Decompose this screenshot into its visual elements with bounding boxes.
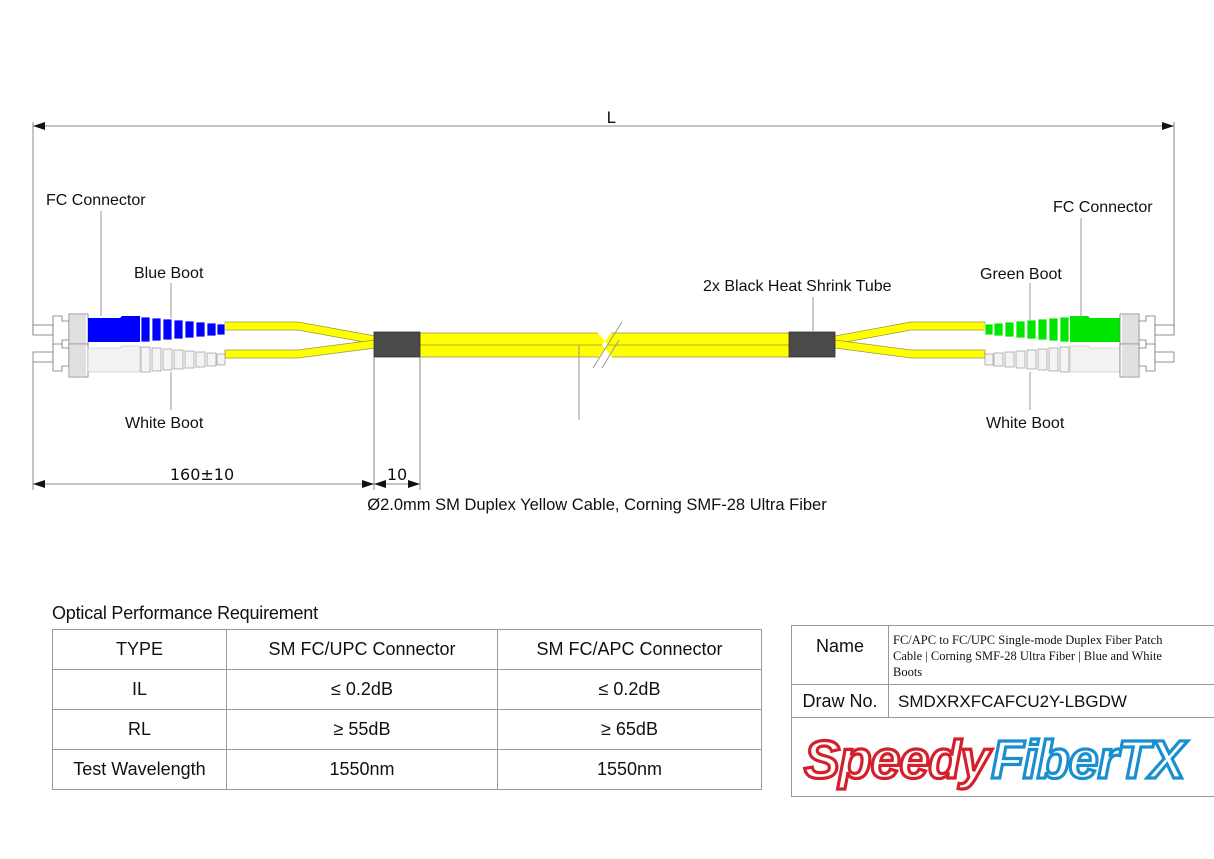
blue-boot-label: Blue Boot (134, 265, 204, 282)
draw-no-value: SMDXRXFCAFCU2Y-LBGDW (898, 692, 1127, 711)
logo-text-speedy: Speedy (804, 730, 993, 790)
logo-text-fibertx: FiberTX (991, 730, 1188, 790)
draw-no-label: Draw No. (792, 684, 889, 717)
right-bottom-fc-connector (984, 343, 1175, 378)
performance-table: TYPE SM FC/UPC Connector SM FC/APC Conne… (52, 629, 762, 790)
apc-value: 1550nm (497, 749, 762, 790)
white-boot-right (1069, 345, 1121, 373)
left-white-boot-label: White Boot (125, 415, 204, 432)
table-header-row: TYPE SM FC/UPC Connector SM FC/APC Conne… (52, 629, 762, 670)
heat-shrink-label: 2x Black Heat Shrink Tube (703, 278, 892, 295)
heat-shrink-left (373, 331, 421, 358)
name-row: Name FC/APC to FC/UPC Single-mode Duplex… (792, 626, 1214, 685)
row-label: Test Wavelength (52, 749, 227, 790)
left-connector-label: FC Connector (46, 192, 146, 209)
cable-drawing: L (32, 108, 1175, 514)
left-bottom-fc-connector (32, 343, 226, 378)
row-label: RL (52, 709, 227, 750)
table-row: Test Wavelength 1550nm 1550nm (52, 749, 762, 790)
callout-leaders (100, 211, 1082, 410)
right-connector-label: FC Connector (1053, 199, 1153, 216)
name-value: FC/APC to FC/UPC Single-mode Duplex Fibe… (893, 633, 1163, 679)
header-type: TYPE (52, 629, 227, 670)
upc-value: ≥ 55dB (226, 709, 498, 750)
cable-description: Ø2.0mm SM Duplex Yellow Cable, Corning S… (367, 496, 827, 514)
overall-length-label: L (607, 108, 616, 127)
upc-value: 1550nm (226, 749, 498, 790)
green-boot-label: Green Boot (980, 266, 1062, 283)
blue-boot (88, 316, 140, 342)
draw-no-row: Draw No. SMDXRXFCAFCU2Y-LBGDW (792, 684, 1214, 718)
title-block: Name FC/APC to FC/UPC Single-mode Duplex… (791, 625, 1214, 797)
right-white-boot-label: White Boot (986, 415, 1065, 432)
apc-value: ≤ 0.2dB (497, 669, 762, 710)
breakout-length-label: 160±10 (170, 465, 234, 484)
header-upc: SM FC/UPC Connector (226, 629, 498, 670)
table-row: IL ≤ 0.2dB ≤ 0.2dB (52, 669, 762, 710)
header-apc: SM FC/APC Connector (497, 629, 762, 670)
overall-length-dimension: L (32, 108, 1175, 335)
breakout-dimension: 160±10 10 (32, 357, 421, 490)
company-logo: Speedy FiberTX (802, 728, 1191, 791)
table-row: RL ≥ 55dB ≥ 65dB (52, 709, 762, 750)
white-boot-left-strain-relief (140, 346, 226, 373)
heat-shrink-length-label: 10 (387, 465, 407, 484)
performance-title: Optical Performance Requirement (52, 603, 318, 623)
heat-shrink-right (788, 331, 836, 358)
green-boot (1070, 316, 1120, 342)
row-label: IL (52, 669, 227, 710)
apc-value: ≥ 65dB (497, 709, 762, 750)
blue-boot-strain-relief (140, 316, 226, 343)
green-boot-strain-relief (984, 316, 1070, 343)
white-boot-left (87, 345, 141, 373)
cable-break-symbol (592, 321, 623, 369)
left-top-fc-connector (32, 313, 226, 348)
upc-value: ≤ 0.2dB (226, 669, 498, 710)
name-label: Name (792, 626, 889, 684)
white-boot-right-strain-relief (984, 346, 1070, 373)
right-top-fc-connector (984, 313, 1175, 348)
